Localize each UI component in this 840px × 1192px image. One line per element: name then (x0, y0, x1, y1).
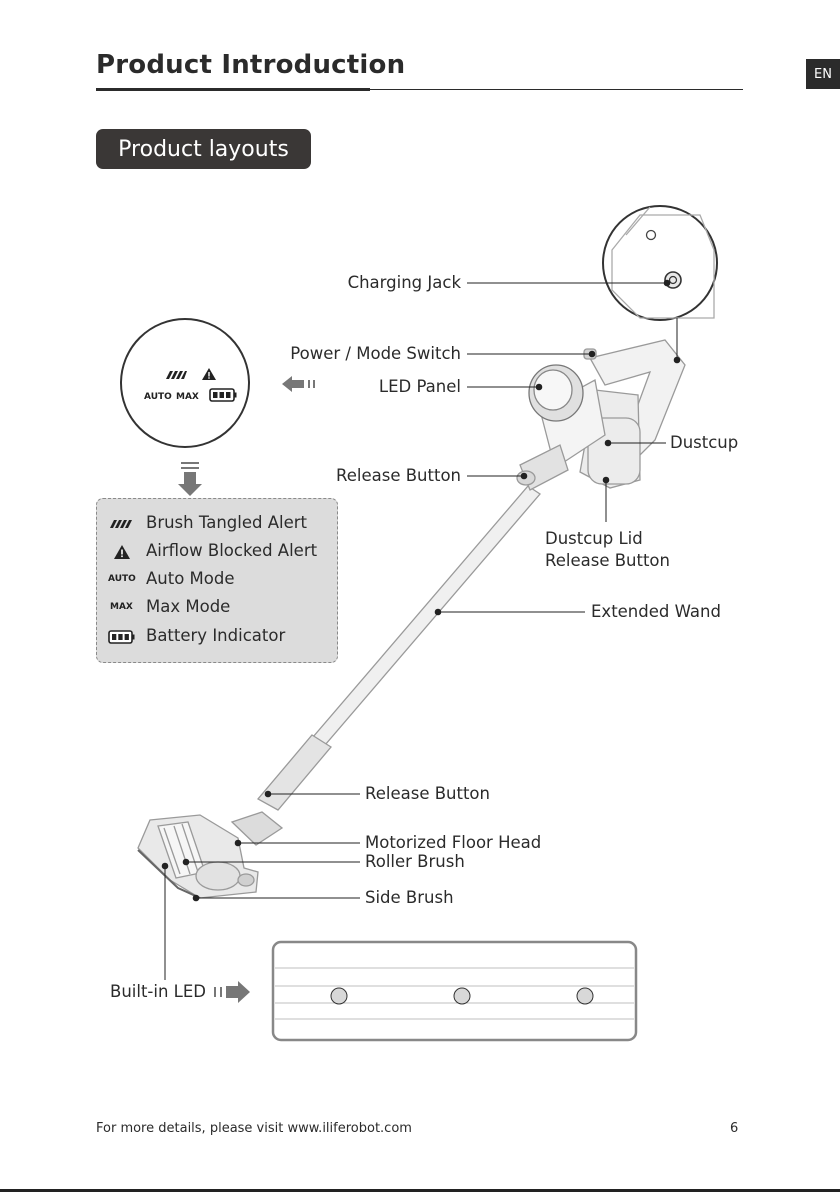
led-light-icon (330, 987, 348, 1005)
small-button-icon (645, 229, 657, 241)
airflow-warning-icon (114, 545, 130, 559)
label-side-brush: Side Brush (365, 888, 454, 907)
brush-tangled-icon (164, 370, 187, 379)
legend-label: Brush Tangled Alert (146, 513, 307, 532)
max-label: MAX (176, 392, 199, 402)
title-underline (96, 88, 370, 91)
label-motorized-floor-head: Motorized Floor Head (365, 833, 542, 852)
label-led-panel: LED Panel (378, 377, 461, 396)
label-release-button-bottom: Release Button (365, 784, 490, 803)
legend-label: Max Mode (146, 597, 231, 616)
led-light-icon (576, 987, 594, 1005)
charging-jack-zoom (602, 205, 718, 321)
label-roller-brush: Roller Brush (365, 852, 465, 871)
brush-tangled-icon (110, 520, 132, 528)
page-number: 6 (730, 1121, 739, 1136)
language-badge: EN (806, 59, 840, 89)
label-dustcup-lid: Dustcup Lid (545, 529, 643, 548)
auto-text-icon: AUTO (108, 574, 136, 584)
label-extended-wand: Extended Wand (591, 602, 721, 621)
arrow-left-icon (282, 376, 315, 392)
legend-label: Auto Mode (146, 569, 235, 588)
arrow-down-icon (178, 462, 202, 496)
built-in-led-panel (271, 940, 638, 1042)
auto-label: AUTO (144, 392, 172, 402)
title-rule (370, 89, 743, 90)
led-legend: Brush Tangled Alert Airflow Blocked Aler… (96, 498, 338, 663)
warning-icon (202, 368, 216, 380)
footer-text: For more details, please visit www.ilife… (96, 1121, 412, 1136)
leader-lines (161, 279, 681, 980)
legend-item: AUTO Auto Mode (97, 566, 337, 594)
section-heading: Product layouts (96, 129, 311, 169)
battery-icon (108, 630, 135, 644)
battery-icon (209, 388, 237, 402)
legend-item: Battery Indicator (97, 623, 337, 651)
bottom-rule (0, 1189, 840, 1192)
legend-item: MAX Max Mode (97, 594, 337, 622)
arrow-right-icon (214, 981, 250, 1003)
legend-label: Battery Indicator (146, 626, 286, 645)
legend-item: Airflow Blocked Alert (97, 538, 337, 566)
label-built-in-led: Built-in LED (110, 982, 206, 1001)
max-text-icon: MAX (110, 602, 133, 612)
led-panel-zoom: AUTO MAX (120, 318, 250, 448)
legend-label: Airflow Blocked Alert (146, 541, 318, 560)
vacuum-illustration (137, 339, 686, 899)
legend-item: Brush Tangled Alert (97, 510, 337, 538)
page-title: Product Introduction (96, 50, 406, 80)
label-dustcup: Dustcup (670, 433, 739, 452)
led-light-icon (453, 987, 471, 1005)
label-charging-jack: Charging Jack (347, 273, 461, 292)
label-dustcup-lid-release: Release Button (545, 551, 670, 570)
label-power-mode-switch: Power / Mode Switch (290, 344, 461, 363)
label-release-button-top: Release Button (336, 466, 461, 485)
